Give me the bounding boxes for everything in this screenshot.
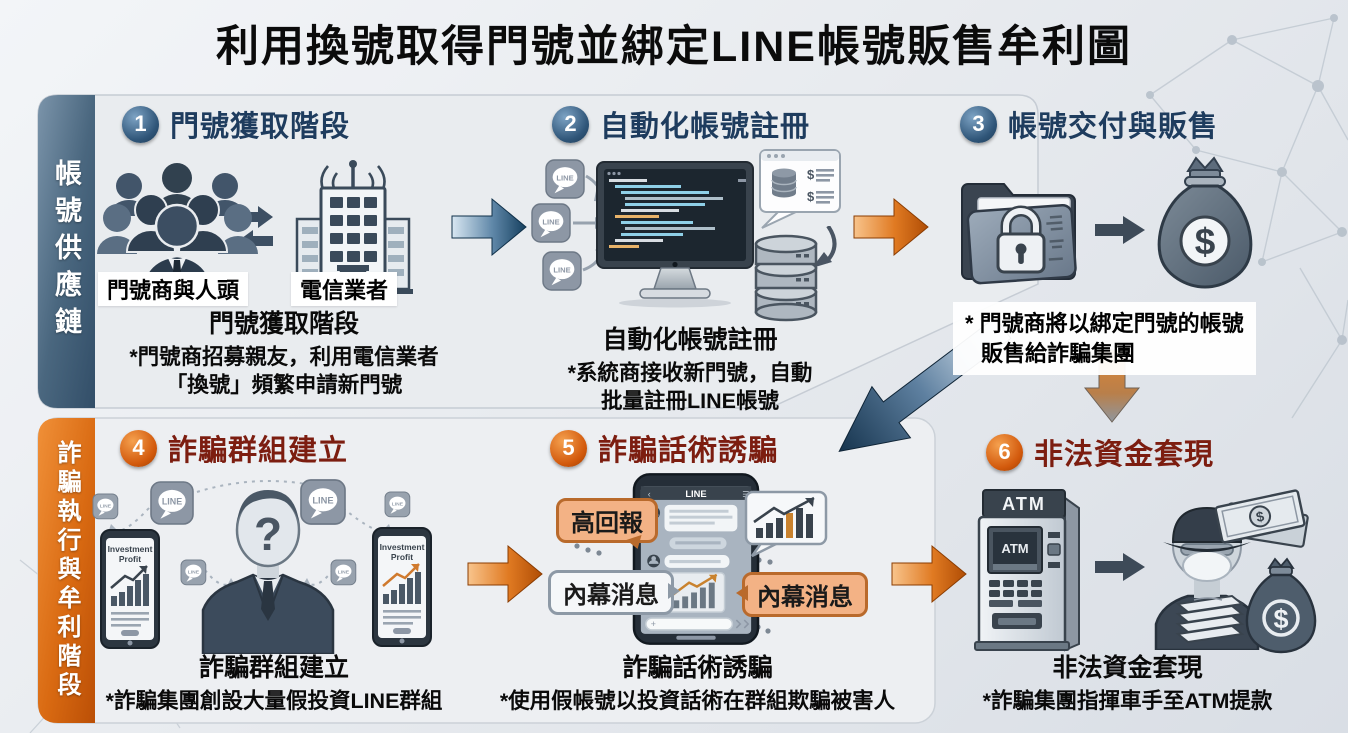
step5-caption-line1: *使用假帳號以投資話術在群組欺騙被害人 (499, 689, 896, 713)
bubble-insider-left: 內幕消息 (548, 570, 680, 615)
line-icon: LINE (542, 217, 559, 226)
step6-caption: 非法資金套現 *詐騙集團指揮車手至ATM提款 (925, 648, 1330, 715)
banknotes-icon: $ (1214, 489, 1309, 548)
step2-number-badge: 2 (552, 105, 589, 143)
step2-caption-line1: *系統商接收新門號，自動 (567, 361, 813, 385)
step4-title: 詐騙群組建立 (168, 435, 349, 467)
step5-title: 詐騙話術誘騙 (598, 435, 779, 467)
dollar-icon: $ (1273, 604, 1288, 634)
anonymous-scammer-icon: ? (201, 490, 335, 654)
step1-caption-line1: *門號商招募親友，利用電信業者 (129, 345, 439, 369)
step6-header: 6 非法資金套現 (986, 431, 1214, 473)
dollar-icon: $ (807, 189, 815, 204)
step2-caption-title: 自動化帳號註冊 (602, 326, 778, 354)
step1-caption: 門號獲取階段 *門號商招募親友，利用電信業者 「換號」頻繁申請新門號 (86, 304, 482, 400)
network-pattern-top-right (1146, 14, 1348, 419)
step6-caption-line1: *詐騙集團指揮車手至ATM提款 (982, 689, 1273, 713)
step5-caption: 詐騙話術誘騙 *使用假帳號以投資話術在群組欺騙被害人 (470, 648, 925, 715)
lock-icon (996, 205, 1046, 274)
phone-app-title: LINE (685, 489, 706, 499)
step3-note-line2: 販售給詐騙集團 (981, 340, 1136, 366)
code-lines (609, 179, 746, 248)
step1-caption-title: 門號獲取階段 (208, 310, 359, 338)
line-icon: LINE (162, 497, 182, 507)
step3-number-badge: 3 (960, 105, 997, 143)
registration-callout-card: $ $ (759, 149, 841, 229)
arrow-step2-to-step3 (853, 197, 929, 257)
phone-label: Investment (108, 544, 153, 554)
investment-phone-left: Investment Profit (100, 529, 160, 649)
bubble-high-return: 高回報 (556, 498, 658, 543)
step1-header: 1 門號獲取階段 (122, 103, 350, 145)
atm-keypad (989, 580, 1042, 597)
side-label-supply-chain: 帳號供應鏈 (51, 159, 81, 344)
step6-title: 非法資金套現 (1034, 439, 1215, 471)
step1-number-badge: 1 (122, 105, 159, 143)
step2-header: 2 自動化帳號註冊 (552, 103, 810, 145)
investment-phone-right: Investment Profit (372, 527, 432, 647)
arrow-step1-to-step2 (451, 197, 527, 257)
arrow-step4-to-step5 (467, 544, 543, 604)
step4-header: 4 詐騙群組建立 (120, 427, 348, 469)
chart-speech-bubble (744, 490, 828, 558)
svg-text:‹: ‹ (648, 489, 651, 499)
moneybag-icon: $ (1157, 156, 1253, 289)
step3-note-line1: * 門號商將以綁定門號的帳號 (965, 311, 1244, 336)
dollar-icon: $ (1195, 221, 1216, 262)
database-stack-icon (754, 226, 837, 322)
step3-header: 3 帳號交付與販售 (960, 103, 1218, 145)
dollar-icon: $ (1255, 508, 1266, 525)
automation-computer-icon (596, 161, 754, 308)
fraud-group-icon: LINE LINE LINE LINE LINE LINE (92, 479, 432, 654)
atm-screen-label: ATM (1001, 541, 1028, 556)
step6-caption-title: 非法資金套現 (1052, 654, 1203, 682)
step2-caption: 自動化帳號註冊 *系統商接收新門號，自動 批量註冊LINE帳號 (515, 320, 865, 416)
atm-sign-label: ATM (1002, 494, 1046, 514)
arrow-step5-to-step6 (891, 544, 967, 604)
line-icon: LINE (553, 265, 570, 274)
step4-caption-title: 詐騙群組建立 (198, 654, 349, 682)
page-title: 利用換號取得門號並綁定LINE帳號販售牟利圖 (216, 23, 1132, 71)
step3-title: 帳號交付與販售 (1008, 111, 1219, 143)
step2-title: 自動化帳號註冊 (600, 111, 811, 143)
bubble-insider-right: 內幕消息 (736, 572, 868, 617)
locked-folder-icon (961, 183, 1077, 285)
step4-caption-line1: *詐騙集團創設大量假投資LINE群組 (105, 689, 443, 713)
line-icon: LINE (392, 501, 404, 507)
chat-chart-thumbnail (666, 572, 726, 613)
label-number-dealers: 門號商與人頭 (98, 272, 249, 306)
cash-stack-and-bag-icon: $ (1175, 557, 1317, 654)
step4-caption: 詐騙群組建立 *詐騙集團創設大量假投資LINE群組 (78, 648, 470, 715)
line-icon: LINE (312, 496, 333, 506)
dollar-icon: $ (807, 167, 815, 182)
line-icon: LINE (188, 569, 200, 575)
arrow-atm-to-mule (1095, 553, 1145, 581)
step6-number-badge: 6 (986, 433, 1023, 471)
question-mark: ? (254, 508, 282, 560)
side-label-fraud-stage: 詐騙執行與牟利階段 (53, 440, 80, 701)
step4-number-badge: 4 (120, 429, 157, 467)
step5-caption-title: 詐騙話術誘騙 (622, 654, 773, 682)
arrow-folder-to-moneybag (1095, 216, 1145, 244)
step5-number-badge: 5 (550, 429, 587, 467)
svg-text:+: + (651, 619, 656, 629)
step5-header: 5 詐騙話術誘騙 (550, 427, 778, 469)
moneybag-small-icon: $ (1245, 557, 1317, 654)
mini-database-icon (771, 168, 797, 198)
step1-caption-line2: 「換號」頻繁申請新門號 (165, 373, 403, 398)
atm-icon: ATM ATM (974, 489, 1080, 652)
step1-title: 門號獲取階段 (170, 111, 351, 143)
phone-label: Profit (391, 552, 413, 562)
line-icon: LINE (556, 173, 573, 182)
svg-text:☰: ☰ (742, 490, 749, 499)
step2-caption-line2: 批量註冊LINE帳號 (601, 389, 779, 414)
line-icon: LINE (338, 569, 350, 575)
phone-label: Profit (119, 554, 141, 564)
step3-note: * 門號商將以綁定門號的帳號 販售給詐騙集團 (953, 302, 1256, 376)
phone-label: Investment (380, 542, 425, 552)
line-icon: LINE (100, 503, 112, 509)
label-telecom-operator: 電信業者 (291, 272, 398, 306)
